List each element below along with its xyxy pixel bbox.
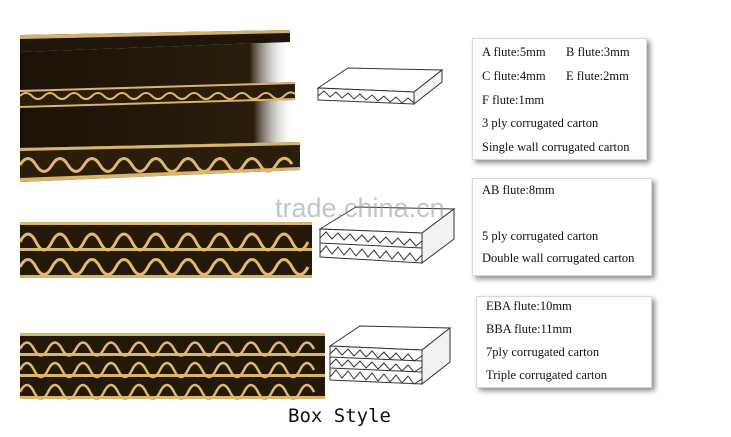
triple-wall-diagram — [328, 325, 452, 386]
double-wall-diagram — [318, 206, 456, 264]
ply-label: 3 ply corrugated carton — [482, 116, 599, 130]
flute-bba: BBA flute:11mm — [486, 322, 572, 336]
ply-label: 5 ply corrugated carton — [482, 229, 599, 243]
single-wall-card: A flute:5mm B flute:3mm C flute:4mm E fl… — [472, 38, 647, 160]
watermark: trade.china.cn — [275, 193, 445, 223]
flute-e: E flute:2mm — [566, 69, 629, 83]
flute-ab: AB flute:8mm — [482, 183, 555, 197]
double-wall-photo — [20, 222, 312, 278]
wall-label: Double wall corrugated carton — [482, 251, 635, 265]
wall-label: Triple corrugated carton — [486, 368, 608, 382]
triple-wall-card: EBA flute:10mm BBA flute:11mm 7ply corru… — [476, 296, 652, 388]
caption-text: Box Style — [288, 405, 391, 427]
flute-a: A flute:5mm — [482, 45, 546, 59]
flute-b: B flute:3mm — [566, 45, 630, 59]
triple-wall-photo — [20, 333, 325, 400]
single-wall-diagram — [316, 67, 444, 106]
flute-f: F flute:1mm — [482, 93, 545, 107]
ply-label: 7ply corrugated carton — [486, 345, 600, 359]
flute-eba: EBA flute:10mm — [486, 299, 572, 313]
wall-label: Single wall corrugated carton — [482, 140, 630, 154]
single-wall-photo — [20, 30, 300, 182]
flute-c: C flute:4mm — [482, 69, 546, 83]
double-wall-card: AB flute:8mm 5 ply corrugated carton Dou… — [472, 178, 652, 276]
